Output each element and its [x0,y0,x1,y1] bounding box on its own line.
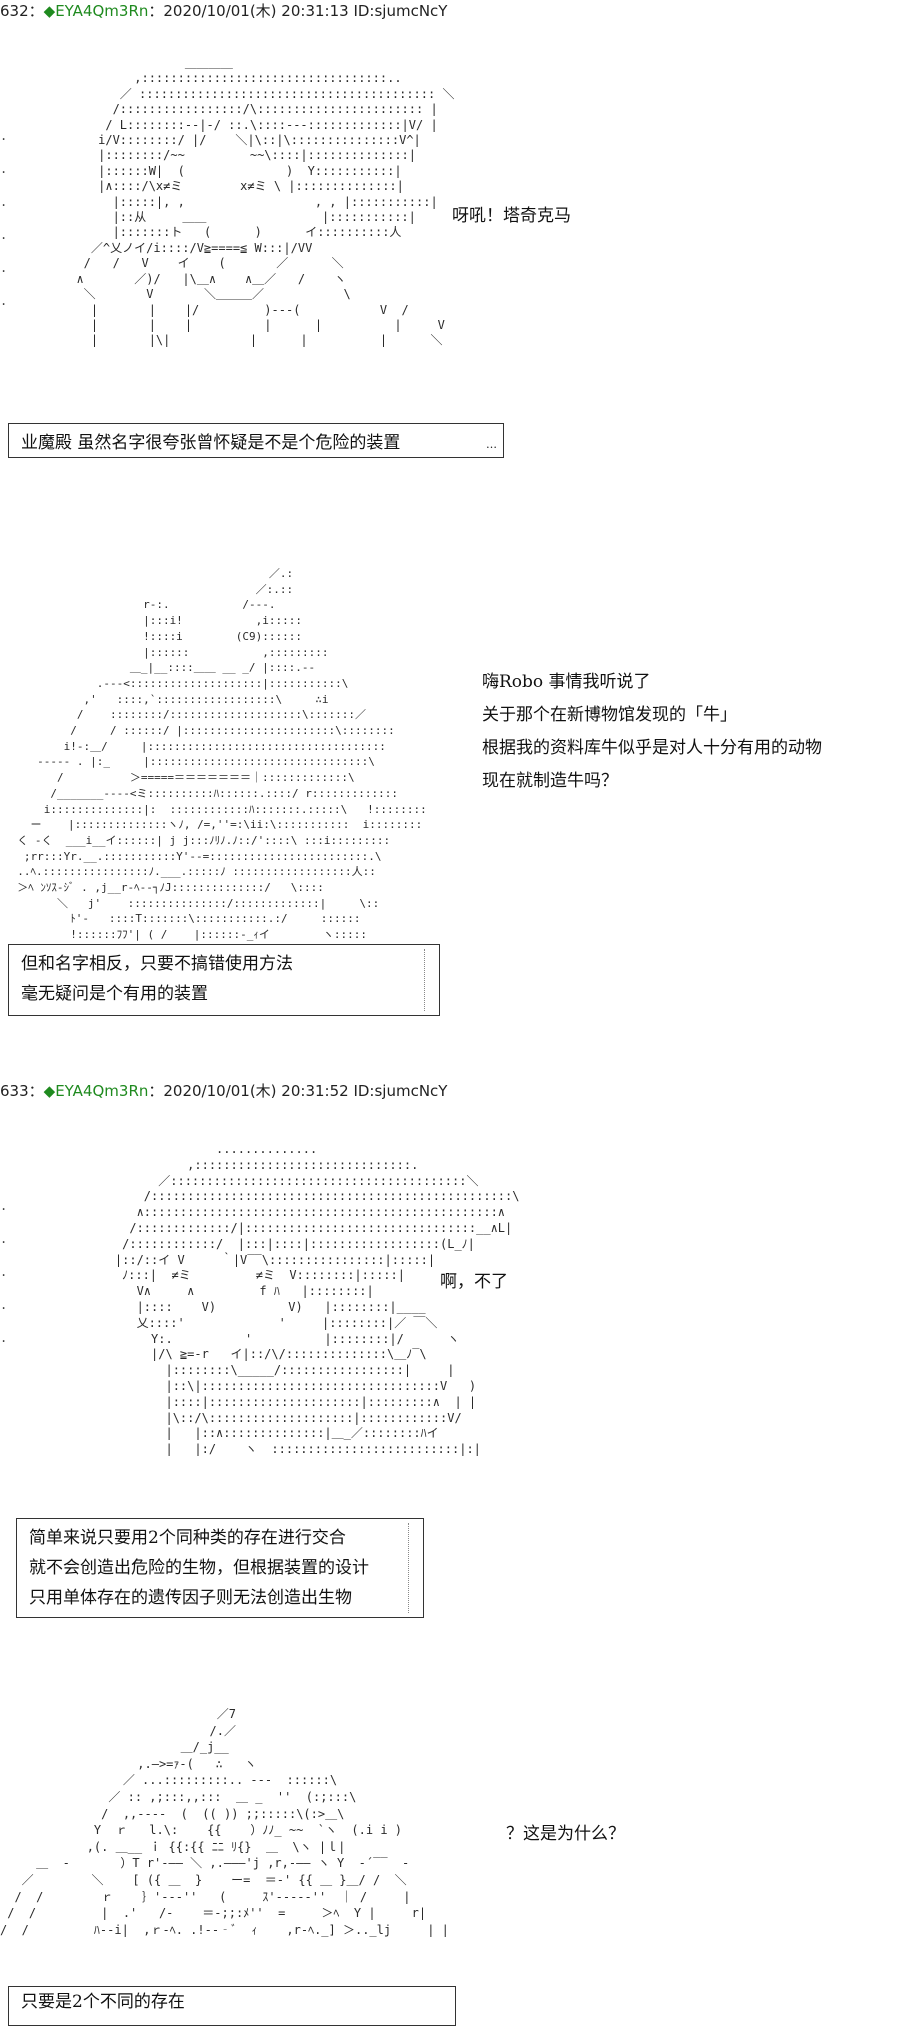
speech-bubble-4: ？这是为什么？ [506,1818,625,1851]
trip-diamond-icon: ◆ [43,2,56,20]
author-trip-link[interactable]: EYA4Qm3Rn [55,2,149,20]
speech-line: 现在就制造牛吗？ [482,771,618,791]
post-separator: ： [28,2,44,20]
speech-line: 根据我的资料库牛似乎是对人十分有用的动物 [482,738,822,758]
narration-line: 只要是2个不同的存在 [21,1992,185,2012]
post-number: 633 [0,1082,29,1100]
post-number: 632 [0,2,29,20]
post-header-633: 633：◆EYA4Qm3Rn：2020/10/01(木) 20:31:52 ID… [0,1080,447,1101]
post-datetime: ：2020/10/01(木) 20:31:52 ID:sjumcNcY [148,1082,448,1100]
edge-dots-1: . . . . . . [0,129,8,308]
ascii-art-character-3: .............. ,::::::::::::::::::::::::… [114,1142,520,1457]
ascii-art-character-4: ／7 /.／ ＿/_j__ ,.―>=ｧ‐( ∴ ヽ ／ ...::::::::… [0,1707,449,1937]
narration-line: 就不会创造出危险的生物，但根据装置的设计 [29,1558,369,1578]
narration-dots-decoration [408,1523,417,1613]
narration-box-4: 只要是2个不同的存在 [8,1986,456,2026]
ascii-art-character-1: ＿＿＿＿ ,::::::::::::::::::::::::::::::::::… [76,56,455,348]
speech-line: 啊，不了 [440,1272,508,1292]
trip-diamond-icon: ◆ [43,1082,56,1100]
post-separator: ： [28,1082,44,1100]
narration-box-1: 业魔殿 虽然名字很夸张曾怀疑是不是个危险的装置 … [8,423,504,458]
narration-box-2: 但和名字相反，只要不搞错使用方法 毫无疑问是个有用的装置 [8,944,440,1016]
speech-line: 嗨Robo 事情我听说了 [482,672,651,692]
narration-line: 只用单体存在的遗传因子则无法创造出生物 [29,1588,352,1608]
speech-line: 关于那个在新博物馆发现的「牛」 [482,705,737,725]
speech-line: ？这是为什么？ [506,1824,625,1844]
ascii-art-character-2: ／.: ／:.:: r‐:. /‐‐-. |:::i! ,i::::: !:::… [17,567,427,942]
narration-line: 毫无疑问是个有用的装置 [21,984,208,1004]
narration-line: 业魔殿 虽然名字很夸张曾怀疑是不是个危险的装置 [21,433,401,453]
speech-line: 呀吼！塔奇克马 [452,206,571,226]
author-trip-link[interactable]: EYA4Qm3Rn [55,1082,149,1100]
narration-line: 但和名字相反，只要不搞错使用方法 [21,954,293,974]
post-datetime: ：2020/10/01(木) 20:31:13 ID:sjumcNcY [148,2,448,20]
narration-dots-decoration [424,949,433,1011]
edge-dots-3: . . . . . [0,1199,8,1345]
narration-line: 简单来说只要用2个同种类的存在进行交合 [29,1528,346,1548]
post-header-632: 632：◆EYA4Qm3Rn：2020/10/01(木) 20:31:13 ID… [0,0,447,21]
narration-dots-decoration: … [486,438,497,451]
speech-bubble-1: 呀吼！塔奇克马 [452,200,571,233]
speech-bubble-2: 嗨Robo 事情我听说了 关于那个在新博物馆发现的「牛」 根据我的资料库牛似乎是… [482,666,822,798]
narration-box-3: 简单来说只要用2个同种类的存在进行交合 就不会创造出危险的生物，但根据装置的设计… [16,1518,424,1618]
speech-bubble-3: 啊，不了 [440,1266,508,1299]
